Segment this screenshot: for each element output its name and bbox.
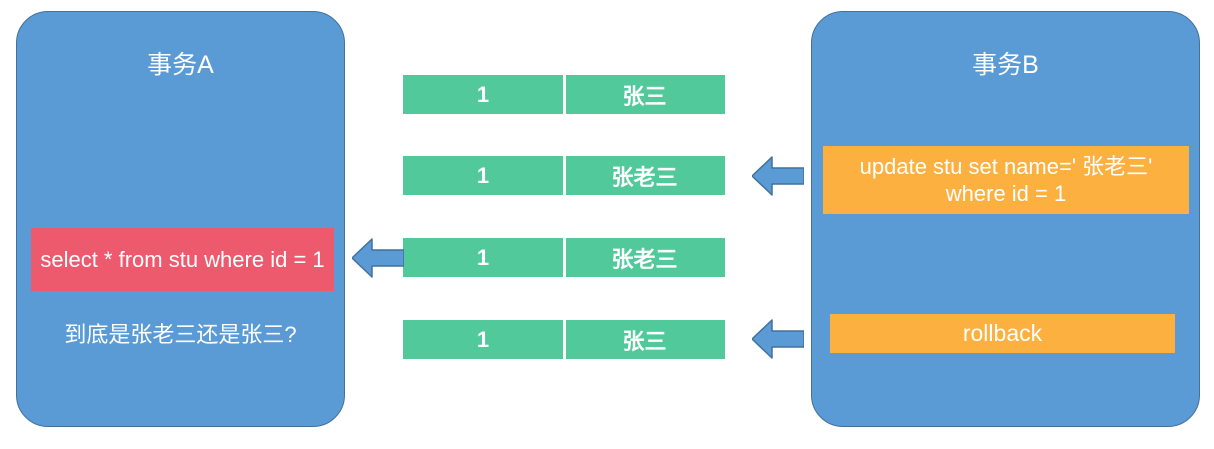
select-statement-box[interactable]: select * from stu where id = 1: [31, 228, 334, 291]
transaction-b-title: 事务B: [972, 51, 1039, 79]
row-id-cell: 1: [476, 162, 490, 188]
row-name-cell: 张三: [563, 75, 723, 114]
row-name-cell: 张老三: [563, 156, 723, 195]
row-name-cell: 张老三: [563, 238, 723, 277]
transaction-b-panel: 事务B update stu set name=' 张老三' where id …: [811, 11, 1200, 427]
row-name-cell: 张三: [563, 320, 723, 359]
arrow-row3-to-select: [352, 237, 404, 279]
update-statement-text: update stu set name=' 张老三' where id = 1: [859, 153, 1153, 207]
transaction-a-title: 事务A: [147, 51, 214, 79]
table-row: 1 张老三: [403, 156, 725, 195]
table-row: 1 张三: [403, 320, 725, 359]
row-id-cell: 1: [476, 81, 490, 107]
select-statement-text: select * from stu where id = 1: [40, 246, 325, 272]
rollback-statement-box[interactable]: rollback: [830, 314, 1175, 353]
transaction-a-note: 到底是张老三还是张三?: [64, 322, 297, 347]
row-id-cell: 1: [476, 326, 490, 352]
transaction-a-panel: 事务A select * from stu where id = 1 到底是张老…: [16, 11, 345, 427]
rollback-statement-text: rollback: [962, 320, 1043, 347]
update-statement-box[interactable]: update stu set name=' 张老三' where id = 1: [823, 146, 1189, 214]
arrow-update-to-row2: [752, 155, 804, 197]
row-id-cell: 1: [476, 244, 490, 270]
arrow-rollback-to-row4: [752, 318, 804, 360]
table-row: 1 张老三: [403, 238, 725, 277]
table-row: 1 张三: [403, 75, 725, 114]
